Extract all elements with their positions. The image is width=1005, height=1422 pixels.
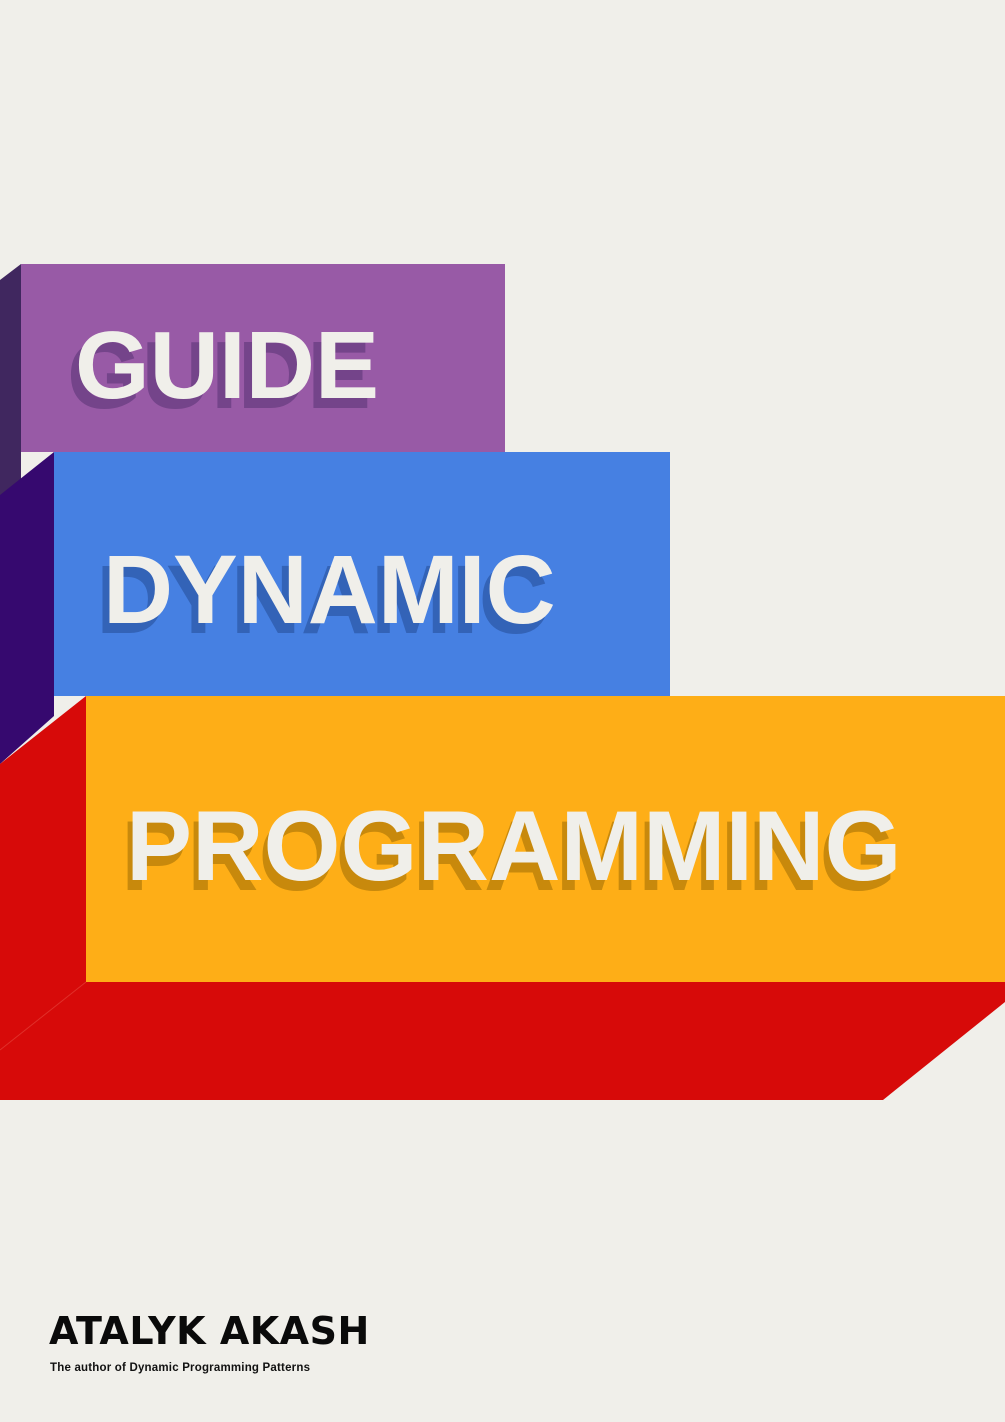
title-word-dynamic: DYNAMIC DYNAMIC [96,541,556,648]
author-name: ATALYK AKASH [49,1309,370,1353]
guide-block-front [21,264,505,452]
guide-block-side [0,264,21,495]
programming-block-side [0,696,86,1050]
dynamic-block-front [54,452,670,696]
author-subtitle: The author of Dynamic Programming Patter… [50,1362,311,1374]
title-word-guide: GUIDE GUIDE [67,318,379,424]
dynamic-block-side [0,452,54,764]
programming-block-bottom [0,982,1005,1100]
title-word-guide-shadow: GUIDE [67,322,372,429]
title-word-programming-text: PROGRAMMING [126,790,902,901]
title-word-dynamic-text: DYNAMIC [103,535,556,644]
title-word-dynamic-shadow: DYNAMIC [96,545,549,654]
programming-block-front [86,696,1005,982]
bottom-edge-line [0,981,87,1051]
title-word-programming-shadow: PROGRAMMING [121,800,897,911]
title-word-guide-text: GUIDE [75,312,380,419]
title-word-programming: PROGRAMMING PROGRAMMING [121,796,901,905]
